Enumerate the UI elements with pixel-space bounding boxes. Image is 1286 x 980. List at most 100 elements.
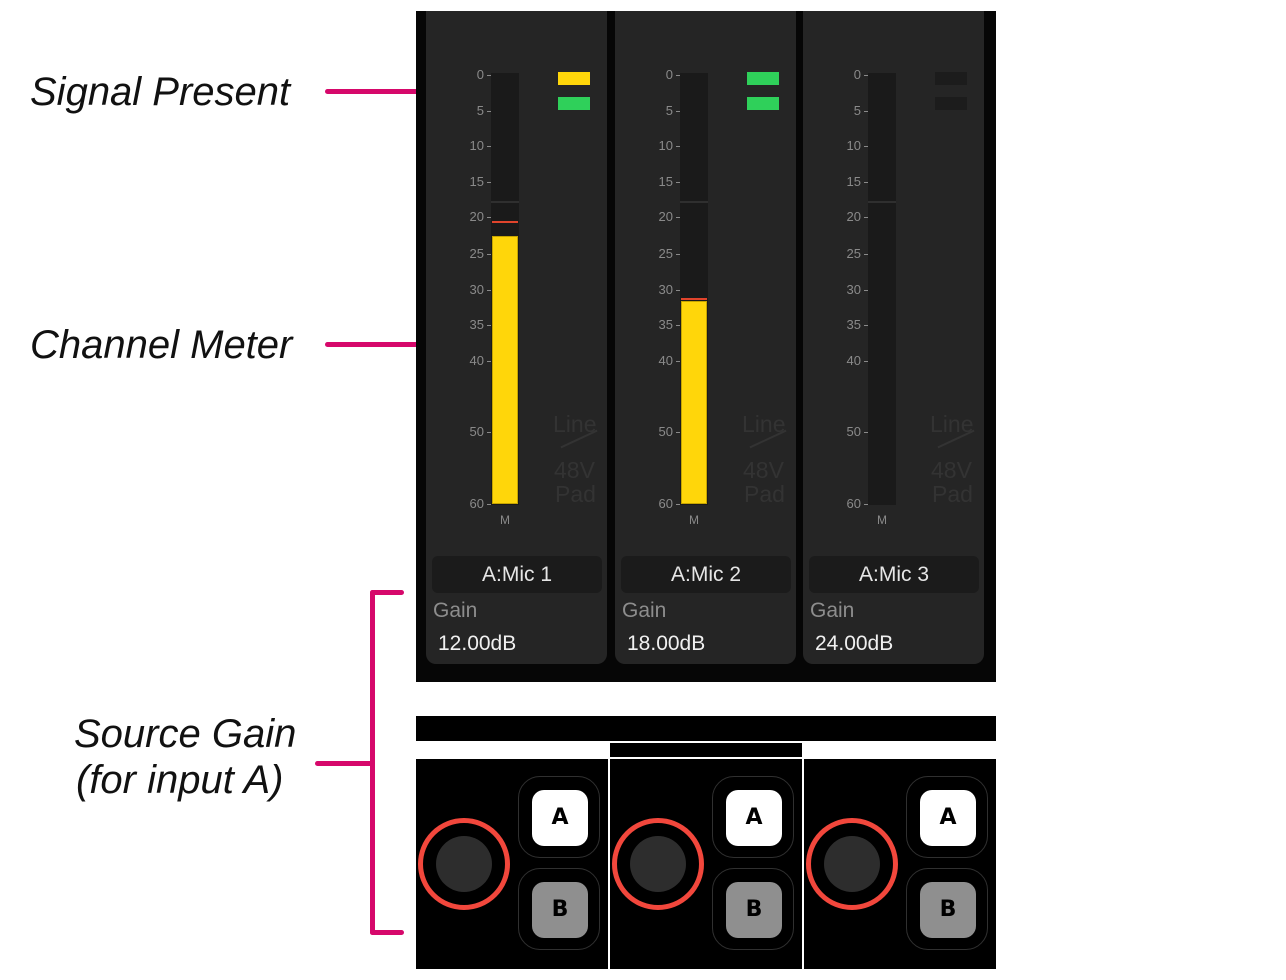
meter-scale-tick (676, 290, 683, 291)
meter-scale-tick (487, 111, 494, 112)
annotation-bracket-top (370, 590, 404, 595)
signal-present-led-bottom (558, 97, 590, 110)
line-indicator: Line (930, 411, 974, 437)
phantom-48v-indicator: 48V (554, 457, 595, 483)
meter-scale-label: 30 (469, 282, 484, 297)
meter-scale-label: 15 (469, 174, 484, 189)
pad-indicator: Pad (932, 481, 973, 507)
meter-scale-label: 10 (658, 138, 673, 153)
annotation-bracket-bottom (370, 930, 404, 935)
channel-name[interactable]: A:Mic 2 (621, 556, 791, 593)
meter-scale-label: 10 (846, 138, 861, 153)
signal-present-led-top (558, 72, 590, 85)
input-a-button[interactable]: A (518, 776, 600, 858)
meter-scale-label: 60 (846, 496, 861, 511)
meter-scale-tick (676, 75, 683, 76)
meter-level-fill (492, 235, 518, 504)
gain-value[interactable]: 12.00dB (438, 632, 517, 655)
meter-scale-label: 35 (469, 317, 484, 332)
meter-scale-tick (487, 182, 494, 183)
meter-scale-label: 60 (658, 496, 673, 511)
meter-scale-tick (487, 361, 494, 362)
meter-scale-label: 25 (658, 246, 673, 261)
gain-knob[interactable] (436, 836, 492, 892)
meter-scale-tick (864, 182, 871, 183)
signal-present-led-top (747, 72, 779, 85)
meter-label: M (689, 513, 699, 527)
channel-name[interactable]: A:Mic 3 (809, 556, 979, 593)
meter-scale-label: 15 (658, 174, 673, 189)
input-b-button[interactable]: B (906, 868, 988, 950)
meter-scale-tick (676, 111, 683, 112)
pad-indicator: Pad (744, 481, 785, 507)
meter-scale-label: 30 (658, 282, 673, 297)
annotation-signal-present: Signal Present (30, 70, 291, 114)
meter-scale-tick (864, 75, 871, 76)
phantom-48v-indicator: 48V (743, 457, 784, 483)
meter-scale-tick (676, 182, 683, 183)
meter-scale-tick (864, 217, 871, 218)
gain-label: Gain (622, 599, 667, 622)
gain-knob[interactable] (824, 836, 880, 892)
meter-scale-tick (864, 432, 871, 433)
source-gain-control-3: A B (804, 759, 996, 969)
meter-scale-label: 5 (665, 103, 673, 118)
meter-scale-label: 50 (658, 424, 673, 439)
gain-knob-ring[interactable] (806, 818, 898, 910)
meter-level-fill (681, 300, 707, 504)
input-b-button[interactable]: B (518, 868, 600, 950)
gain-label: Gain (810, 599, 855, 622)
gain-knob[interactable] (630, 836, 686, 892)
input-b-label: B (920, 882, 976, 938)
meter-scale-tick (487, 217, 494, 218)
meter-scale-label: 40 (846, 353, 861, 368)
input-a-label: A (920, 790, 976, 846)
signal-present-led-bottom (747, 97, 779, 110)
meter-scale-label: 35 (658, 317, 673, 332)
signal-present-led-bottom (935, 97, 967, 110)
input-b-button[interactable]: B (712, 868, 794, 950)
meter-scale-tick (676, 432, 683, 433)
gain-value[interactable]: 24.00dB (815, 632, 894, 655)
meter-scale-tick (676, 217, 683, 218)
input-a-button[interactable]: A (712, 776, 794, 858)
annotation-source-gain-sub: (for input A) (76, 758, 284, 802)
meter-divider (680, 201, 708, 203)
meter-scale-label: 20 (469, 209, 484, 224)
meter-scale-label: 20 (658, 209, 673, 224)
channel-name[interactable]: A:Mic 1 (432, 556, 602, 593)
meter-scale-label: 0 (665, 67, 673, 82)
line-indicator: Line (742, 411, 786, 437)
meter-peak-hold (681, 298, 707, 301)
meter-scale-tick (487, 254, 494, 255)
meter-scale-tick (864, 254, 871, 255)
meter-divider (491, 201, 519, 203)
input-a-button[interactable]: A (906, 776, 988, 858)
source-gain-control-1: A B (416, 759, 608, 969)
meter-scale-tick (487, 290, 494, 291)
channel-meter (868, 73, 896, 505)
input-b-label: B (532, 882, 588, 938)
input-a-label: A (726, 790, 782, 846)
meter-scale-tick (676, 504, 683, 505)
gain-value[interactable]: 18.00dB (627, 632, 706, 655)
meter-peak-hold (492, 220, 518, 223)
phantom-48v-indicator: 48V (931, 457, 972, 483)
meter-scale-tick (864, 111, 871, 112)
meter-scale-label: 10 (469, 138, 484, 153)
annotation-channel-meter: Channel Meter (30, 323, 293, 367)
gain-knob-ring[interactable] (418, 818, 510, 910)
annotation-source-gain: Source Gain (74, 712, 297, 756)
meter-scale-label: 20 (846, 209, 861, 224)
selected-channel-indicator (610, 743, 802, 757)
gain-knob-ring[interactable] (612, 818, 704, 910)
meter-scale-label: 5 (476, 103, 484, 118)
line-indicator: Line (553, 411, 597, 437)
meter-scale-label: 30 (846, 282, 861, 297)
meter-scale-tick (487, 432, 494, 433)
meter-scale-label: 60 (469, 496, 484, 511)
meter-scale-label: 0 (476, 67, 484, 82)
